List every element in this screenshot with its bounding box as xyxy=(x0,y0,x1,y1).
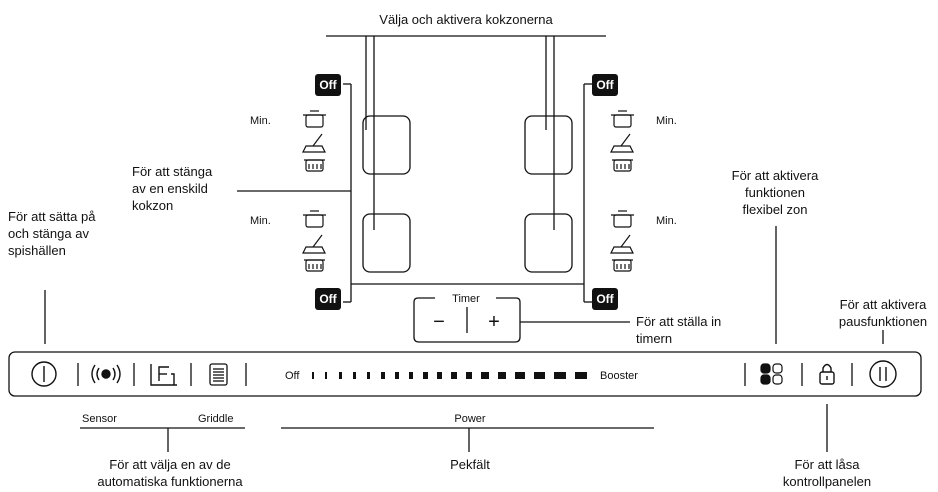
off-badge-top-left: Off xyxy=(315,74,341,96)
pot-icon xyxy=(611,210,634,228)
switch-off-zone-label: För att stänga av en enskild kokzon xyxy=(132,164,213,213)
flex-zone-label: För att aktivera funktionen flexibel zon xyxy=(731,168,819,217)
auto-functions-label: För att välja en av de automatiska funkt… xyxy=(97,457,243,489)
lock-panel-label: För att låsa kontrollpanelen xyxy=(782,457,872,489)
sensor-label: Sensor xyxy=(82,413,117,425)
lock-icon xyxy=(819,363,835,385)
pot-icon xyxy=(303,110,326,128)
whisk-icon xyxy=(302,234,326,254)
sensor-waves-icon xyxy=(91,364,121,384)
min-label: Min. xyxy=(656,215,677,227)
griddle-icon xyxy=(150,364,177,386)
grill-pot-icon xyxy=(612,159,633,172)
timer-title: Timer xyxy=(452,293,480,305)
min-label: Min. xyxy=(250,115,271,127)
timer-minus-button[interactable]: − xyxy=(433,311,445,333)
grill-pot-icon xyxy=(612,259,633,272)
off-badge-bottom-right: Off xyxy=(592,288,618,310)
pause-label: För att aktivera pausfunktionen xyxy=(838,297,928,329)
timer-plus-button[interactable]: + xyxy=(488,311,500,333)
whisk-icon xyxy=(610,234,634,254)
pause-icon xyxy=(869,360,897,388)
slider-booster-label: Booster xyxy=(600,370,638,382)
min-label: Min. xyxy=(250,215,271,227)
grill-pot-icon xyxy=(304,159,325,172)
power-label: Power xyxy=(454,413,486,425)
menu-list-icon xyxy=(209,363,228,386)
pot-icon xyxy=(303,210,326,228)
power-on-off-label: För att sätta på och stänga av spishälle… xyxy=(8,209,96,258)
pot-icon xyxy=(611,110,634,128)
griddle-label: Griddle xyxy=(198,413,234,425)
top-title: Välja och aktivera kokzonerna xyxy=(379,12,553,27)
off-badge-top-right: Off xyxy=(592,74,618,96)
power-icon xyxy=(31,361,57,387)
timer-set-label: För att ställa in timern xyxy=(636,314,722,346)
whisk-icon xyxy=(302,133,326,153)
touch-field-label: Pekfält xyxy=(450,457,490,472)
flex-zone-icon xyxy=(760,363,783,385)
min-label: Min. xyxy=(656,115,677,127)
grill-pot-icon xyxy=(304,259,325,272)
slider-off-label: Off xyxy=(285,370,300,382)
whisk-icon xyxy=(610,133,634,153)
off-badge-bottom-left: Off xyxy=(315,288,341,310)
